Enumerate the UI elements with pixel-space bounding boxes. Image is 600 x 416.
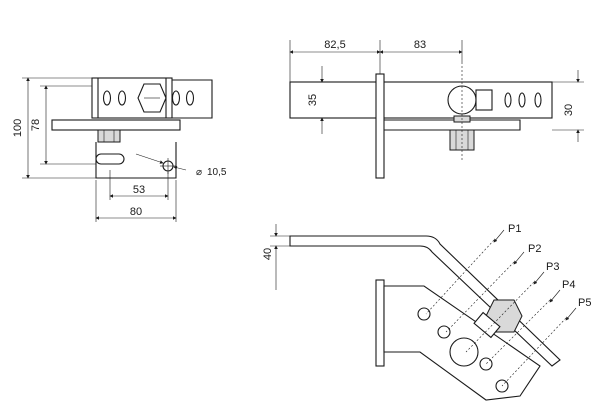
slot-hole <box>518 92 526 108</box>
dim-right-length: 83 <box>414 39 426 51</box>
top-view: 82,5 83 35 30 <box>289 39 584 179</box>
slot-hole <box>504 92 512 108</box>
position-hole <box>495 379 509 393</box>
dim-right-height: 30 <box>563 104 575 116</box>
slot-hole <box>534 92 542 108</box>
slot-hole <box>102 90 112 106</box>
slot-hole <box>117 90 127 106</box>
label-p3: P3 <box>546 261 559 273</box>
symbol-diameter: ⌀ <box>196 167 202 178</box>
position-hole <box>437 325 451 339</box>
ball-head <box>449 337 479 367</box>
dim-hole-dia: 10,5 <box>207 167 227 178</box>
side-view: P1 P2 P3 P4 P5 40 <box>262 223 591 401</box>
top-bar <box>289 81 553 119</box>
label-p2: P2 <box>528 243 541 255</box>
dim-width-slot: 53 <box>133 184 145 196</box>
lower-slot <box>95 153 125 165</box>
base-plate <box>51 119 181 131</box>
bent-arm <box>289 235 561 367</box>
label-p1: P1 <box>508 223 521 235</box>
dim-side-height: 40 <box>262 248 274 260</box>
slot-hole <box>171 90 181 106</box>
dim-height-total: 100 <box>12 119 24 137</box>
dim-bar-height: 35 <box>307 94 319 106</box>
position-hole <box>479 357 493 371</box>
ball-neck <box>475 89 493 111</box>
dim-left-length: 82,5 <box>324 39 345 51</box>
clamp <box>473 311 501 339</box>
bolt-head <box>97 129 121 143</box>
vertical-plate <box>375 279 385 367</box>
label-p4: P4 <box>562 279 575 291</box>
position-hole <box>417 307 431 321</box>
label-p5: P5 <box>578 297 591 309</box>
dim-width-total: 80 <box>130 206 142 218</box>
vertical-plate <box>375 73 385 179</box>
slot-hole <box>185 90 195 106</box>
front-view: 100 78 53 80 ⌀ 10,5 <box>12 77 227 222</box>
dim-height-inner: 78 <box>30 119 42 131</box>
